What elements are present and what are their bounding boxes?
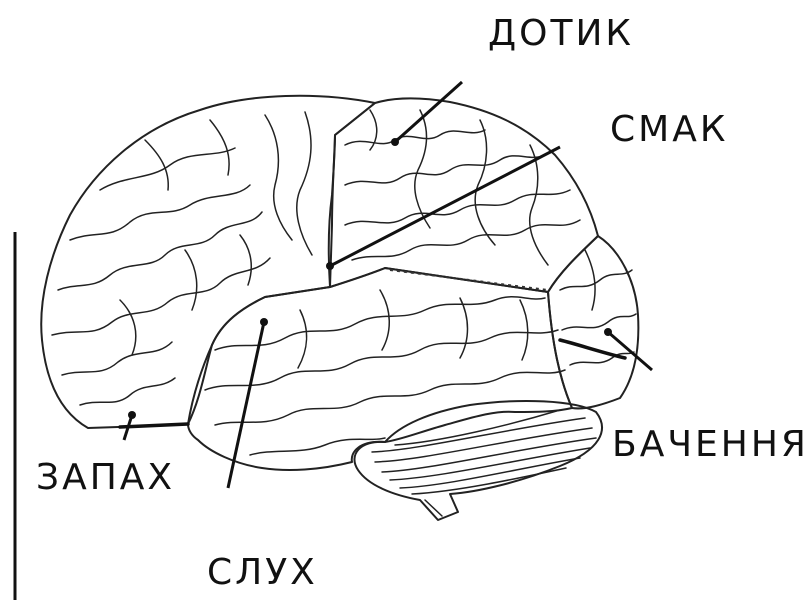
label-hearing: СЛУХ bbox=[207, 555, 318, 591]
parietal-gyri bbox=[345, 110, 580, 265]
occipital-lobe bbox=[548, 236, 638, 408]
frontal-gyri bbox=[52, 112, 312, 405]
leader-hearing bbox=[228, 318, 268, 488]
frontal-lobe bbox=[41, 96, 375, 428]
bold-contour-occipital bbox=[560, 340, 625, 358]
temporal-lobe bbox=[188, 268, 572, 470]
label-vision: БАЧЕННЯ bbox=[612, 427, 803, 463]
cerebellum bbox=[354, 401, 602, 520]
label-smell: ЗАПАХ bbox=[36, 460, 175, 496]
leader-taste bbox=[326, 147, 560, 270]
lobe-boundary-dotted bbox=[390, 270, 548, 290]
label-touch: ДОТИК bbox=[488, 16, 634, 52]
leader-vision bbox=[604, 328, 652, 370]
label-taste: СМАК bbox=[610, 112, 728, 148]
